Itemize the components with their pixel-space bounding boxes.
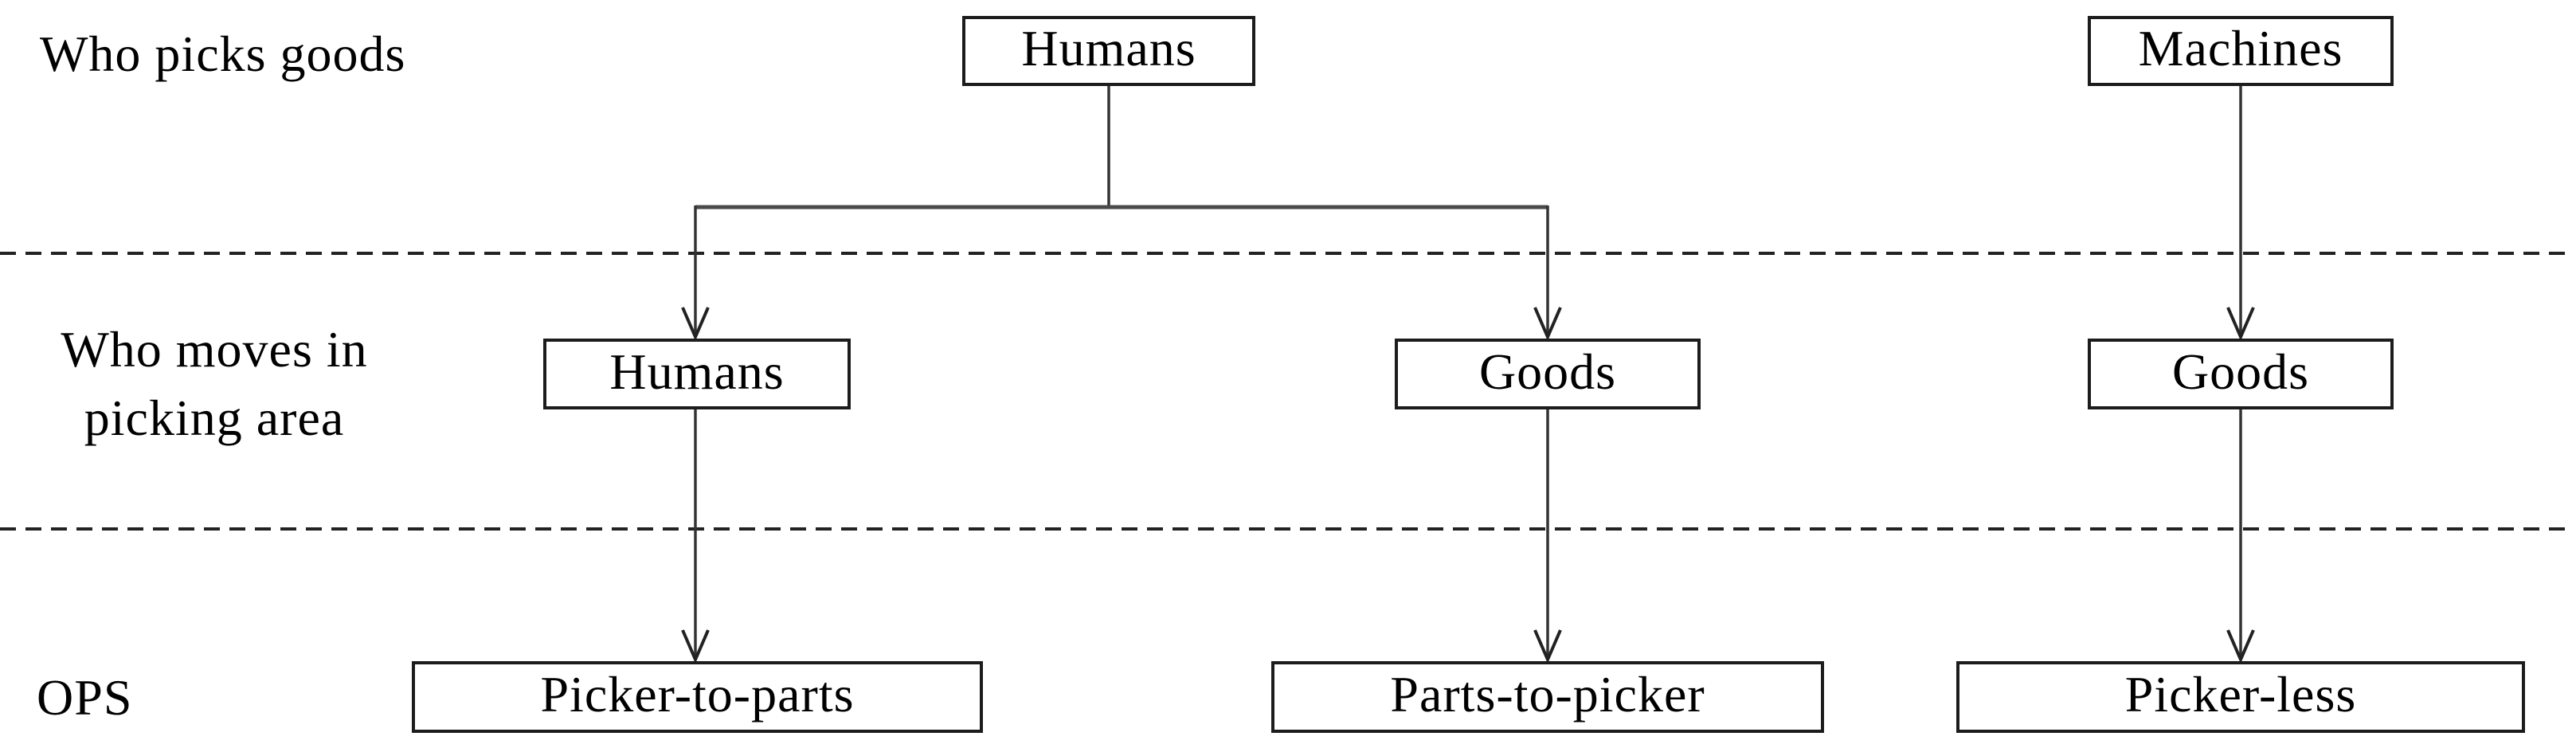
arrow-goods-to-parts-to-picker [1533,409,1562,664]
row-label-who-moves-line1: Who moves in [61,321,368,378]
row-label-who-picks-goods: Who picks goods [40,25,406,82]
node-ops-picker-to-parts: Picker-to-parts [412,661,983,733]
node-who-moves-goods-center: Goods [1395,339,1701,409]
arrow-goods-to-picker-less [2226,409,2255,664]
row-label-who-moves-line2: picking area [84,390,345,446]
node-who-moves-goods-right: Goods [2088,339,2394,409]
arrow-humans-to-humans [681,206,710,342]
arrow-humans-to-picker-to-parts [681,409,710,664]
arrowhead-down-icon [681,629,710,664]
arrowhead-down-icon [2226,629,2255,664]
node-who-picks-machines: Machines [2088,16,2394,86]
node-ops-parts-to-picker: Parts-to-picker [1271,661,1824,733]
arrow-machines-to-goods [2226,86,2255,342]
arrowhead-down-icon [1533,629,1562,664]
arrowhead-down-icon [1533,307,1562,342]
row-label-who-moves-in-picking-area: Who moves in picking area [30,315,398,452]
node-ops-picker-less: Picker-less [1956,661,2525,733]
node-who-moves-humans: Humans [543,339,851,409]
arrowhead-down-icon [2226,307,2255,342]
row-label-ops: OPS [37,669,133,726]
arrow-humans-to-goods [1533,206,1562,342]
node-who-picks-humans: Humans [962,16,1255,86]
arrowhead-down-icon [681,307,710,342]
